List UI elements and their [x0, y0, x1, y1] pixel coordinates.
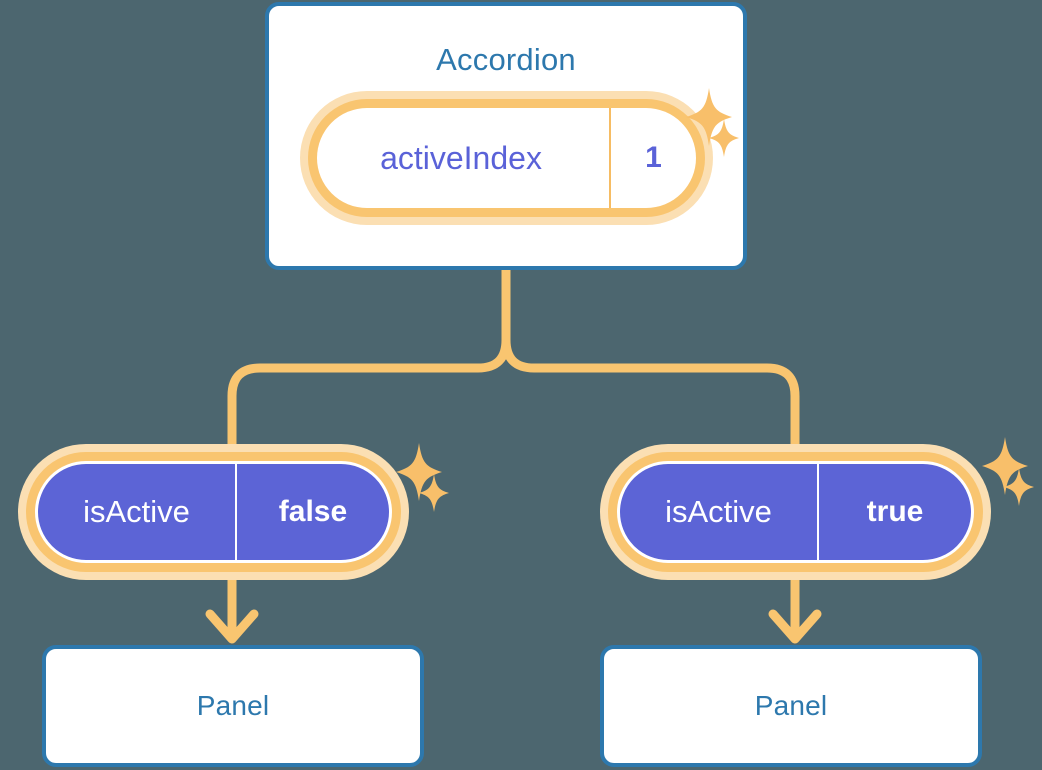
state-pill-is-active-right-body: isActive true	[617, 461, 974, 563]
wire-to-left-branch	[227, 263, 511, 475]
sparkle-icon-right-small	[1004, 468, 1034, 506]
panel-card-left-title: Panel	[196, 690, 270, 721]
arrow-down-icon-right	[768, 609, 822, 644]
sparkle-icon-right-large	[982, 437, 1028, 495]
panel-card-right-title: Panel	[754, 690, 828, 721]
sparkle-icon-left-small	[419, 474, 449, 512]
state-pill-is-active-left[interactable]: isActive false	[26, 452, 401, 572]
arrow-down-icon-left	[205, 609, 259, 644]
state-pill-is-active-right-key: isActive	[665, 494, 772, 529]
panel-component-card-left[interactable]: Panel	[42, 645, 424, 767]
state-pill-active-index[interactable]: activeIndex 1	[308, 99, 705, 217]
state-pill-is-active-left-body: isActive false	[35, 461, 392, 563]
state-pill-is-active-right-value: true	[817, 464, 971, 560]
state-pill-active-index-key: activeIndex	[380, 139, 542, 176]
state-pill-is-active-left-value: false	[235, 464, 389, 560]
state-pill-is-active-right[interactable]: isActive true	[608, 452, 983, 572]
accordion-card-title: Accordion	[436, 42, 576, 77]
wire-to-right-branch	[501, 263, 800, 475]
state-pill-is-active-left-key: isActive	[83, 494, 190, 529]
sparkle-icon-left-large	[396, 443, 442, 501]
panel-component-card-right[interactable]: Panel	[600, 645, 982, 767]
state-pill-active-index-value: 1	[609, 108, 696, 208]
state-pill-active-index-body: activeIndex 1	[317, 108, 696, 208]
